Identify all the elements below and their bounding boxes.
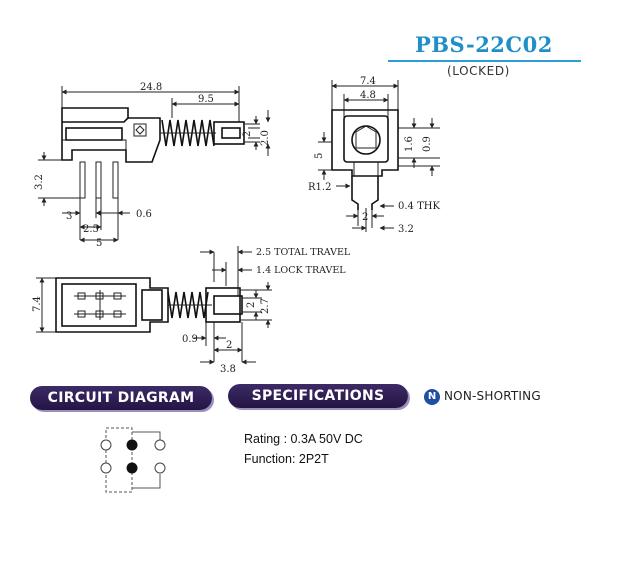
- dim-top-offset-c: 3.8: [220, 364, 236, 375]
- dim-pin-spacing-c: 5: [96, 238, 102, 249]
- dim-lock-travel: 1.4 LOCK TRAVEL: [256, 265, 346, 276]
- dim-pin-spacing-b: 2.5: [83, 224, 99, 235]
- circuit-diagram: [100, 427, 166, 493]
- dim-front-right-a: 1.6: [404, 136, 415, 152]
- side-view: 24.8 9.5 2 2.0: [34, 82, 271, 249]
- dim-front-thickness: 0.4 THK: [398, 201, 440, 212]
- dim-front-width-inner: 4.8: [360, 90, 376, 101]
- dim-top-plunger-a: 2: [246, 302, 257, 308]
- dim-pin-height: 3.2: [34, 174, 45, 190]
- dim-front-width-outer: 7.4: [360, 76, 376, 87]
- dim-plunger-offset: 9.5: [198, 94, 214, 105]
- circuit-diagram-heading: CIRCUIT DIAGRAM: [30, 386, 212, 410]
- dim-top-height: 7.4: [32, 296, 43, 312]
- title-underline: [388, 60, 581, 62]
- dim-overall-length: 24.8: [140, 82, 162, 93]
- dim-top-plunger-b: 2.7: [260, 298, 271, 314]
- dim-front-lower-offset: 3.2: [398, 224, 414, 235]
- dim-top-offset-b: 2: [226, 340, 232, 351]
- non-shorting-label: NON-SHORTING: [444, 389, 541, 403]
- top-view: 2.5 TOTAL TRAVEL 1.4 LOCK TRAVEL 2: [32, 246, 351, 375]
- model-variant: (LOCKED): [447, 64, 510, 78]
- dim-top-offset-a: 0.9: [182, 334, 198, 345]
- spec-rating: Rating : 0.3A 50V DC: [244, 432, 363, 446]
- dim-pin-thickness: 0.6: [136, 209, 152, 220]
- dim-front-pin-pitch: 2: [362, 212, 368, 223]
- dim-front-right-b: 0.9: [422, 136, 433, 152]
- non-shorting-icon: N: [424, 389, 440, 405]
- dim-plunger-a: 2: [242, 131, 253, 137]
- dim-pin-spacing-a: 3: [66, 211, 72, 222]
- model-title: PBS-22C02: [415, 32, 553, 57]
- dim-total-travel: 2.5 TOTAL TRAVEL: [256, 247, 351, 258]
- specifications-heading: SPECIFICATIONS: [228, 384, 408, 408]
- dim-front-radius: R1.2: [308, 182, 331, 193]
- spec-function: Function: 2P2T: [244, 452, 329, 466]
- front-view: 7.4 4.8 1.6 0.9 5 R1.2: [308, 76, 440, 235]
- dim-plunger-b: 2.0: [260, 130, 271, 146]
- dim-front-left: 5: [314, 153, 325, 159]
